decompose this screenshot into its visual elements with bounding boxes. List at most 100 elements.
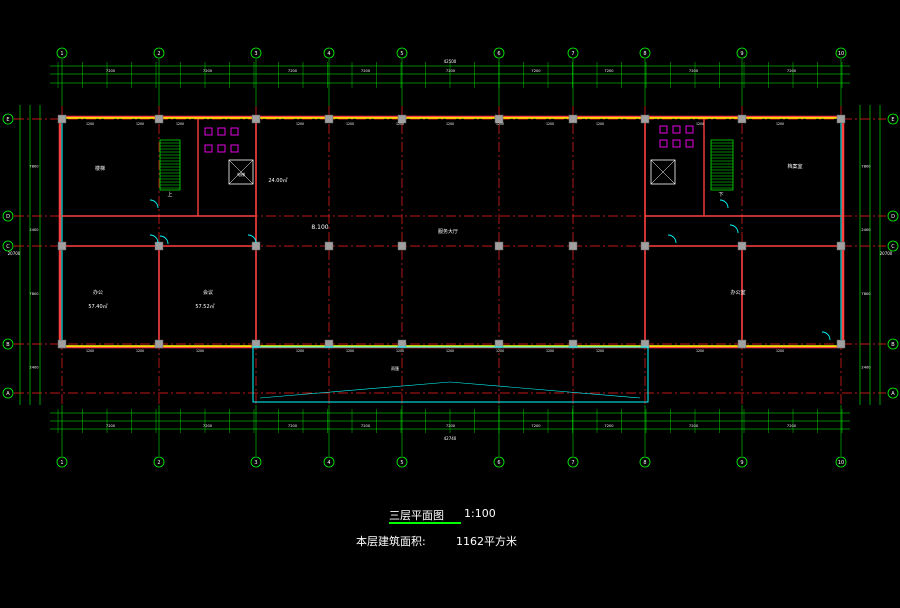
dimension-row-right: 2400 <box>861 228 871 232</box>
axis-bubble-top-label: 4 <box>327 51 330 57</box>
door-swing <box>719 199 729 209</box>
structural-column <box>57 339 67 349</box>
structural-column <box>154 339 164 349</box>
elevator-left <box>228 159 254 185</box>
structural-column <box>640 241 650 251</box>
area-label: 本层建筑面积: <box>356 535 426 548</box>
axis-bubble-top-label: 2 <box>157 51 160 57</box>
axis-bubble-top-label: 10 <box>838 51 844 57</box>
toilet-fixture <box>204 127 213 136</box>
stair-down-label-right: 下 <box>718 192 723 198</box>
axis-bubble-top <box>250 47 262 59</box>
axis-bubble-right-label: E <box>891 117 894 123</box>
axis-bubble-left-label: A <box>6 391 10 397</box>
axis-bubble-top-label: 5 <box>400 51 403 57</box>
axis-bubble-bottom-label: 7 <box>571 460 574 466</box>
structural-column <box>640 339 650 349</box>
axis-bubble-top-label: 9 <box>740 51 743 57</box>
inner-dimension-text: 1200 <box>296 122 304 126</box>
dimension-span-top: 7200 <box>604 69 614 73</box>
axis-bubble-left-label: B <box>6 342 10 348</box>
inner-dimension-text: 1200 <box>776 349 784 353</box>
toilet-fixture <box>672 125 681 134</box>
axis-bubble-bottom <box>56 456 68 468</box>
axis-bubble-bottom <box>493 456 505 468</box>
inner-dimension-text: 1200 <box>396 122 404 126</box>
dimension-span-bottom: 7200 <box>604 424 614 428</box>
structural-column <box>737 114 747 124</box>
toilet-fixture <box>204 144 213 153</box>
structural-column <box>494 339 504 349</box>
axis-bubble-top-label: 6 <box>497 51 500 57</box>
toilet-fixture <box>685 139 694 148</box>
dimension-row-left: 2400 <box>29 228 39 232</box>
inner-dimension-text: 1200 <box>596 349 604 353</box>
structural-column <box>494 241 504 251</box>
staircase-right <box>710 139 734 191</box>
elevator-left-cross <box>228 159 254 185</box>
structural-column <box>251 339 261 349</box>
inner-dimension-text: 1200 <box>696 349 704 353</box>
plan-title: 三层平面图 <box>389 509 444 522</box>
room-area-meeting: 57.52㎡ <box>195 303 214 310</box>
dimension-span-top: 7200 <box>787 69 797 73</box>
axis-bubble-bottom-label: 5 <box>400 460 403 466</box>
dimension-span-top: 7200 <box>531 69 541 73</box>
structural-column <box>568 114 578 124</box>
door-swing <box>729 224 739 234</box>
structural-column <box>568 339 578 349</box>
plan-scale: 1:100 <box>464 507 496 520</box>
room-label-office-left: 办公 <box>93 289 103 296</box>
structural-column <box>836 114 846 124</box>
structural-column <box>494 114 504 124</box>
dimension-total-left: 20700 <box>8 251 21 256</box>
door-swing <box>159 235 169 245</box>
structural-column <box>640 114 650 124</box>
structural-column <box>397 339 407 349</box>
dimension-span-top: 7200 <box>106 69 116 73</box>
structural-column <box>251 241 261 251</box>
structural-column <box>836 339 846 349</box>
dimension-span-bottom: 7200 <box>106 424 116 428</box>
inner-dimension-text: 1200 <box>296 349 304 353</box>
axis-bubble-bottom-label: 9 <box>740 460 743 466</box>
axis-bubble-bottom <box>250 456 262 468</box>
axis-bubble-bottom-label: 3 <box>254 460 257 466</box>
room-label-archive: 档案室 <box>787 163 802 170</box>
room-label-meeting: 会议 <box>203 289 213 296</box>
axis-bubble-right <box>887 240 899 252</box>
inner-dimension-text: 1200 <box>446 349 454 353</box>
axis-bubble-left-label: C <box>6 244 10 250</box>
axis-bubble-bottom <box>639 456 651 468</box>
inner-dimension-text: 1200 <box>346 122 354 126</box>
axis-bubble-left <box>2 387 14 399</box>
structural-column <box>737 339 747 349</box>
dimension-row-right: 7800 <box>861 292 871 296</box>
structural-column <box>57 114 67 124</box>
level-marker-mid: 8.100 <box>311 224 328 231</box>
axis-bubble-bottom <box>153 456 165 468</box>
axis-bubble-top <box>493 47 505 59</box>
structural-column <box>568 241 578 251</box>
room-label-office-right: 办公室 <box>730 289 745 296</box>
axis-bubble-top <box>56 47 68 59</box>
inner-dimension-text: 1200 <box>776 122 784 126</box>
dimension-span-top: 7200 <box>361 69 371 73</box>
dimension-row-left: 7800 <box>29 292 39 296</box>
axis-bubble-right <box>887 210 899 222</box>
axis-bubble-left <box>2 240 14 252</box>
structural-column <box>57 241 67 251</box>
dimension-row-left: 2400 <box>29 366 39 370</box>
dimension-total-right: 20700 <box>880 251 893 256</box>
inner-dimension-text: 1200 <box>696 122 704 126</box>
canopy-slope <box>449 381 641 399</box>
dimension-row-right: 2400 <box>861 366 871 370</box>
axis-bubble-left-label: E <box>6 117 9 123</box>
axis-bubble-right <box>887 338 899 350</box>
axis-bubble-bottom <box>835 456 847 468</box>
dimension-span-top: 7200 <box>446 69 456 73</box>
axis-bubble-bottom-label: 4 <box>327 460 330 466</box>
structural-column <box>251 114 261 124</box>
axis-bubble-top-label: 1 <box>60 51 63 57</box>
